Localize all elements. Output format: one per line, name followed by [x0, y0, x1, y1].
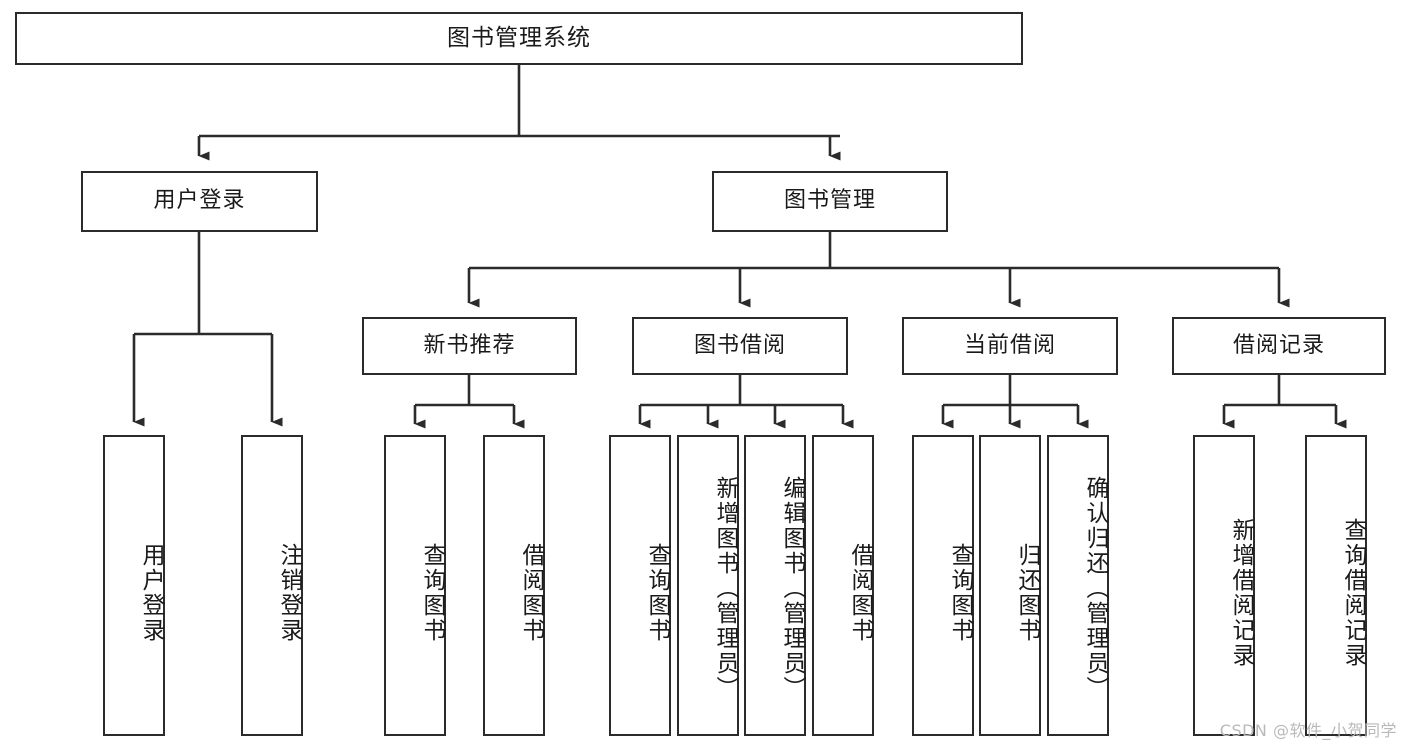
node-user-login[interactable]: 用户登录 — [81, 171, 318, 232]
leaf-query-book-1[interactable]: 查询图书 — [384, 435, 446, 736]
leaf-logout[interactable]: 注销登录 — [241, 435, 303, 736]
node-book-manage[interactable]: 图书管理 — [712, 171, 948, 232]
leaf-borrow-book-1[interactable]: 借阅图书 — [483, 435, 545, 736]
leaf-user-login[interactable]: 用户登录 — [103, 435, 165, 736]
node-root[interactable]: 图书管理系统 — [15, 12, 1023, 65]
leaf-edit-book[interactable]: 编辑图书（管理员） — [744, 435, 806, 736]
leaf-borrow-book-2[interactable]: 借阅图书 — [812, 435, 874, 736]
leaf-query-book-2[interactable]: 查询图书 — [609, 435, 671, 736]
node-borrow-record[interactable]: 借阅记录 — [1172, 317, 1386, 375]
node-new-book-recommend[interactable]: 新书推荐 — [362, 317, 577, 375]
leaf-query-record[interactable]: 查询借阅记录 — [1305, 435, 1367, 736]
watermark-credit: CSDN @软件_小贺同学 — [1219, 721, 1397, 740]
leaf-return-book[interactable]: 归还图书 — [979, 435, 1041, 736]
node-current-borrow[interactable]: 当前借阅 — [902, 317, 1118, 375]
leaf-add-book[interactable]: 新增图书（管理员） — [677, 435, 739, 736]
leaf-add-record[interactable]: 新增借阅记录 — [1193, 435, 1255, 736]
node-book-borrow[interactable]: 图书借阅 — [632, 317, 848, 375]
leaf-confirm-return[interactable]: 确认归还（管理员） — [1047, 435, 1109, 736]
leaf-query-book-3[interactable]: 查询图书 — [912, 435, 974, 736]
